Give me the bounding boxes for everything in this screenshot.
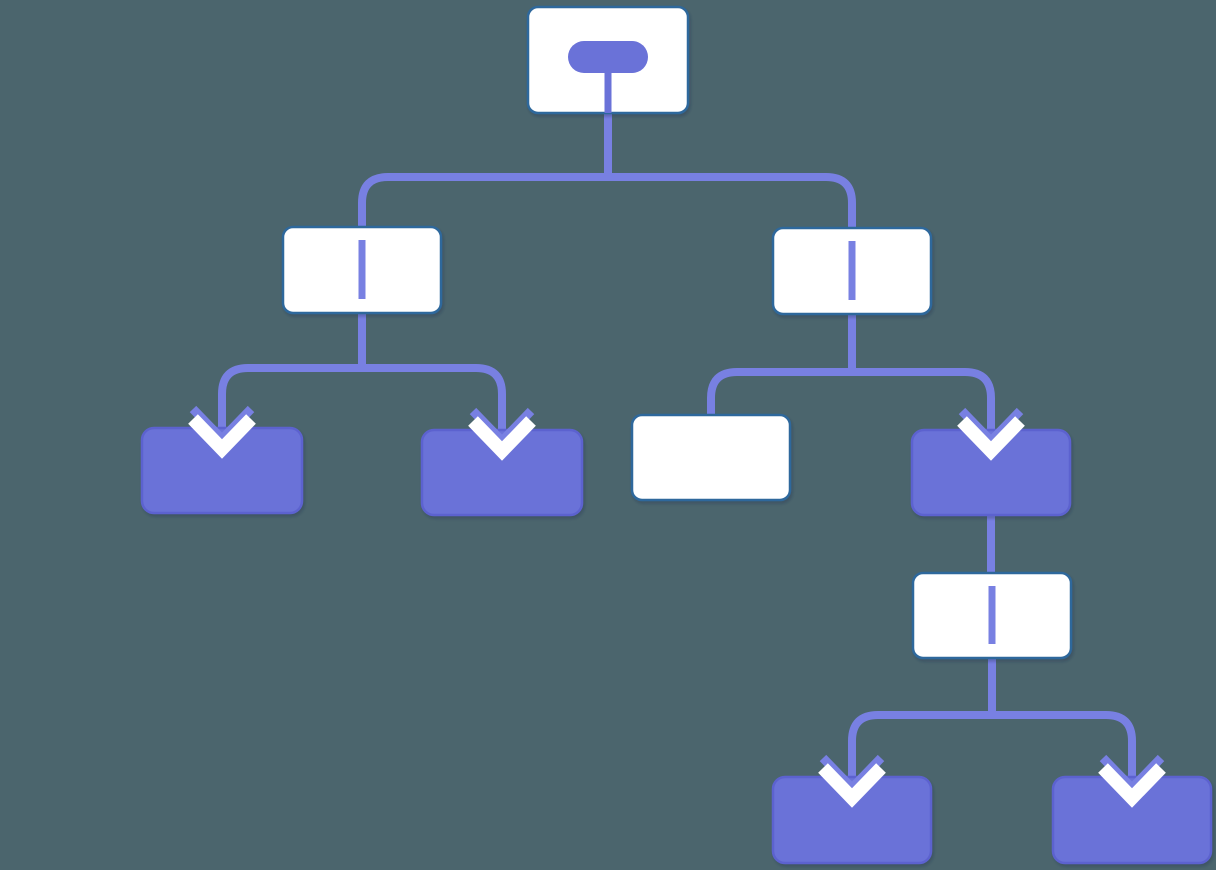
node-branch-left[interactable] [281, 225, 443, 315]
solid-node-box[interactable] [140, 426, 304, 515]
node-leaf-far-left[interactable] [140, 405, 304, 515]
node-branch-lower[interactable] [911, 571, 1073, 660]
solid-node-box[interactable] [420, 428, 584, 517]
solid-node-box[interactable] [910, 428, 1072, 517]
node-branch-right[interactable] [771, 226, 933, 316]
root-pill-stem [604, 69, 612, 113]
edge-tier1-bar [358, 173, 856, 229]
double-chevron-down-icon-outline [189, 405, 255, 446]
double-chevron-down-icon [818, 763, 886, 808]
edge-tier2-left-bar [218, 364, 506, 435]
double-chevron-down-icon [957, 416, 1025, 461]
double-chevron-down-icon-outline [469, 407, 535, 448]
node-leaf-bottom-right[interactable] [1051, 754, 1213, 865]
pass-through-bar [358, 240, 366, 299]
edge-tier3-bar [848, 711, 1136, 782]
node-leaf-mid-left[interactable] [420, 407, 584, 517]
edge-tier2-right-bar [707, 368, 995, 435]
double-chevron-down-icon-outline [819, 754, 885, 795]
double-chevron-down-icon-outline [958, 407, 1024, 448]
double-chevron-down-icon [1098, 763, 1166, 808]
solid-node-box[interactable] [771, 775, 933, 865]
pass-through-bar [988, 586, 996, 644]
pass-through-bar [848, 241, 856, 300]
double-chevron-down-icon [188, 414, 256, 459]
node-leaf-bottom-left[interactable] [771, 754, 933, 865]
root-pill-icon [568, 41, 648, 73]
node-root[interactable] [526, 5, 690, 115]
card-box[interactable] [630, 413, 792, 502]
nodes-layer [140, 5, 1213, 865]
solid-node-box[interactable] [1051, 775, 1213, 865]
double-chevron-down-icon-outline [1099, 754, 1165, 795]
edges-layer [218, 110, 1136, 782]
node-card-plain[interactable] [630, 413, 792, 502]
double-chevron-down-icon [468, 416, 536, 461]
node-arrow-mid-right[interactable] [910, 407, 1072, 517]
